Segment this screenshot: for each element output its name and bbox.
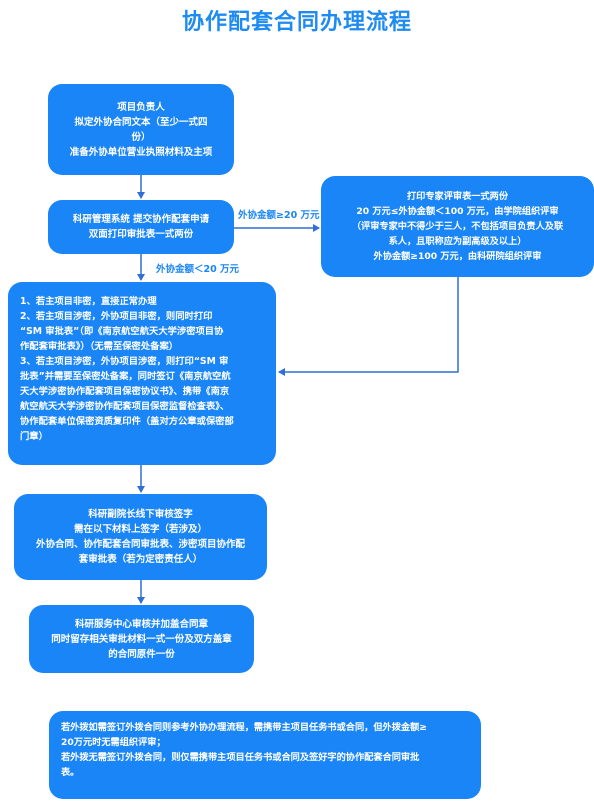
node-expert-review: 打印专家评审表一式两份 20 万元≤外协金额＜100 万元，由学院组织评审 （评…	[321, 176, 594, 277]
node-expert-review-line-1: 打印专家评审表一式两份	[406, 191, 509, 202]
node-expert-review-line-2: 20 万元≤外协金额＜100 万元，由学院组织评审	[356, 206, 559, 217]
note-line-3: 若外拨无需签订外拨合同，则仅需携带主项目任务书或合同及签好字的协作配套合同审批	[61, 752, 420, 763]
node-rules-line-3: “SM 审批表”（即《南京航空航天大学涉密项目协	[20, 326, 224, 337]
node-project-leader-line-4: 准备外协单位营业执照材料及主项	[69, 146, 213, 158]
node-rules-line-8: 航空航天大学涉密协作配套项目保密监督检查表》、	[20, 401, 230, 412]
note-line-1: 若外拨如需签订外拨合同则参考外协办理流程，需携带主项目任务书或合同，但外拨金额≥	[61, 722, 428, 733]
node-vice-dean-line-3: 外协合同、协作配套合同审批表、涉密项目协作配	[35, 539, 245, 550]
node-expert-review-line-4: 系人，且职称应为副高级及以上）	[388, 236, 527, 247]
node-rules-line-10: 门章）	[20, 431, 48, 442]
node-management-system: 科研管理系统 提交协作配套申请 双面打印审批表一式两份	[48, 200, 234, 254]
node-management-system-line-2: 双面打印审批表一式两份	[88, 229, 194, 240]
node-vice-dean-line-1: 科研副院长线下审核签字	[88, 509, 193, 520]
node-service-center-line-3: 的合同原件一份	[108, 648, 175, 660]
note-line-2: 20万元时无需组织评审；	[61, 737, 166, 748]
node-vice-dean-line-4: 套审批表（若为定密责任人）	[78, 554, 203, 565]
node-vice-dean: 科研副院长线下审核签字 需在以下材料上签字（若涉及） 外协合同、协作配套合同审批…	[14, 494, 267, 580]
node-service-center: 科研服务中心审核并加盖合同章 同时留存相关审批材料一式一份及双方盖章 的合同原件…	[29, 605, 254, 673]
node-project-leader-line-2: 拟定外协合同文本（至少一式四	[74, 116, 208, 128]
node-rules-line-9: 协作配套单位保密资质复印件（盖对方公章或保密部	[20, 416, 234, 427]
node-rules-line-4: 作配套审批表》）（无需至保密处备案）	[20, 341, 179, 352]
node-service-center-line-1: 科研服务中心审核并加盖合同章	[74, 618, 208, 630]
node-project-leader-line-1: 项目负责人	[117, 101, 165, 113]
node-confidential-rules: 1、若主项目非密，直接正常办理 2、若主项目涉密，外协项目非密，则同时打印 “S…	[8, 282, 276, 465]
page-title: 协作配套合同办理流程	[181, 10, 412, 35]
note-line-4: 表。	[61, 767, 80, 778]
node-rules-line-1: 1、若主项目非密，直接正常办理	[20, 296, 157, 307]
node-rules-line-7: 天大学涉密协作配套项目保密协议书》、携带《南京	[20, 386, 230, 397]
node-vice-dean-line-2: 需在以下材料上签字（若涉及）	[73, 524, 207, 535]
node-project-leader: 项目负责人 拟定外协合同文本（至少一式四 份） 准备外协单位营业执照材料及主项	[48, 84, 234, 175]
node-management-system-line-1: 科研管理系统 提交协作配套申请	[72, 214, 210, 225]
edge-label-high-amount: 外协金额≥20 万元	[238, 210, 320, 221]
node-rules-line-2: 2、若主项目涉密，外协项目非密，则同时打印	[20, 311, 213, 322]
note-box: 若外拨如需签订外拨合同则参考外协办理流程，需携带主项目任务书或合同，但外拨金额≥…	[49, 711, 481, 799]
edge-label-low-amount: 外协金额＜20 万元	[156, 264, 240, 275]
node-expert-review-line-5: 外协金额≥100 万元，由科研院组织评审	[373, 251, 542, 262]
edge-expert-to-rules	[278, 277, 459, 376]
node-rules-line-5: 3、若主项目涉密，外协项目涉密，则打印“SM 审	[20, 356, 229, 367]
node-service-center-line-2: 同时留存相关审批材料一式一份及双方盖章	[51, 633, 232, 645]
node-expert-review-line-3: （评审专家中不得少于三人，不包括项目负责人及联	[351, 221, 564, 232]
node-project-leader-line-3: 份）	[131, 131, 151, 143]
node-rules-line-6: 批表”并需要至保密处备案，同时签订《南京航空航	[20, 371, 231, 382]
